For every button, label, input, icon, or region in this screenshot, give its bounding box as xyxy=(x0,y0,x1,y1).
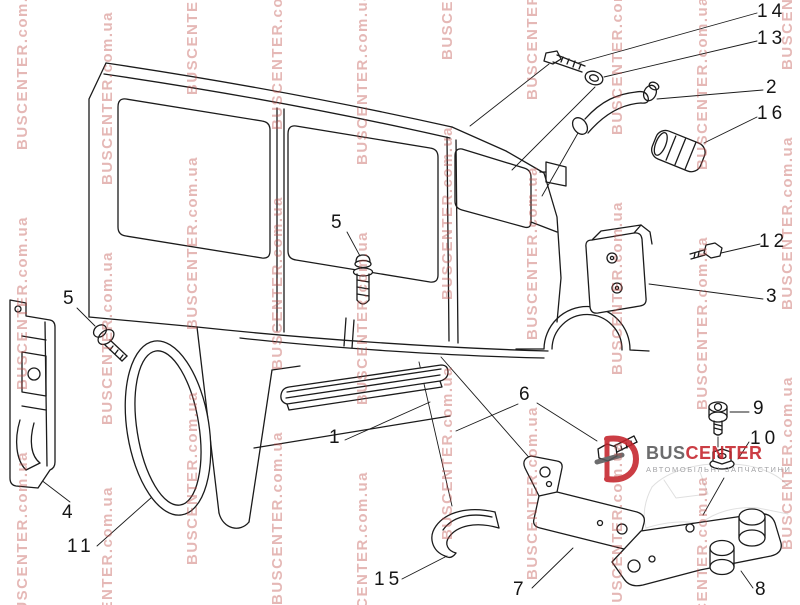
part-15-hook-guide xyxy=(431,509,500,559)
callout-label-3: 3 xyxy=(766,286,781,307)
callout-label-2: 2 xyxy=(766,77,781,98)
part-4-lock-assembly xyxy=(9,299,56,489)
part-3-striker-block xyxy=(585,224,653,314)
callout-label-15: 15 xyxy=(374,569,404,590)
callout-label-8: 8 xyxy=(755,579,770,600)
part-16-bushing xyxy=(651,129,706,173)
part-10-flange-nut xyxy=(709,448,735,470)
leader-lines xyxy=(31,12,764,589)
part-2-check-strap xyxy=(571,81,660,135)
callout-label-5b: 5 xyxy=(63,288,78,309)
buscenter-logo-icon xyxy=(594,435,640,483)
callout-label-5a: 5 xyxy=(331,212,346,233)
callout-label-10: 10 xyxy=(750,428,780,449)
part-13-washer xyxy=(584,70,604,86)
part-5-screw xyxy=(92,324,128,362)
buscenter-logo-text: BUSCENTER АВТОМОБІЛЬНІ ЗАПЧАСТИНИ xyxy=(646,444,792,474)
buscenter-logo: BUSCENTER АВТОМОБІЛЬНІ ЗАПЧАСТИНИ xyxy=(594,434,792,484)
part-8-roller-bracket xyxy=(611,508,782,587)
callout-label-13: 13 xyxy=(757,28,787,49)
logo-word-bus: BUS xyxy=(646,443,686,464)
callout-label-14: 14 xyxy=(757,1,787,22)
callout-label-4: 4 xyxy=(62,502,77,523)
callout-label-16: 16 xyxy=(757,103,787,124)
part-14-screw xyxy=(543,50,586,73)
logo-tagline: АВТОМОБІЛЬНІ ЗАПЧАСТИНИ xyxy=(646,464,792,474)
callout-label-9: 9 xyxy=(753,398,768,419)
callout-label-11: 11 xyxy=(67,536,95,557)
part-11-oval-gasket xyxy=(124,340,212,516)
logo-wordmark: BUSCENTER xyxy=(646,444,792,463)
part-5-stud xyxy=(352,254,374,305)
callout-label-1: 1 xyxy=(329,427,344,448)
part-1-sill-strip xyxy=(280,364,449,411)
part-9-socket-bolt xyxy=(708,401,728,436)
part-12-bolt xyxy=(689,242,723,260)
callout-label-7: 7 xyxy=(513,579,528,600)
logo-word-center: CENTER xyxy=(685,443,763,464)
callout-label-6: 6 xyxy=(519,384,534,405)
callout-label-12: 12 xyxy=(759,231,789,252)
